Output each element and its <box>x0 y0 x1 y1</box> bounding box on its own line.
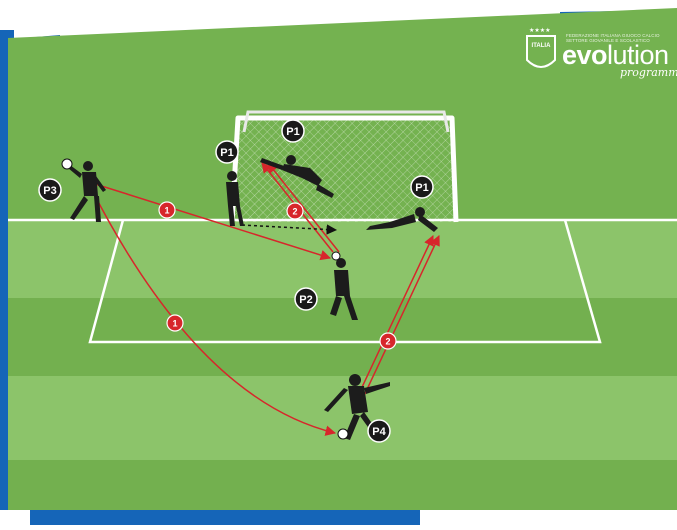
label-p2: P2 <box>299 294 312 306</box>
badge-p3: P3 <box>39 179 61 201</box>
stars-icon: ★★★★ <box>529 27 551 34</box>
label-step-1-top: 1 <box>164 206 169 216</box>
ball-icon-p2 <box>332 252 340 260</box>
badge-p1-dive: P1 <box>411 176 433 198</box>
ball-icon-p4 <box>338 429 348 439</box>
badge-p2: P2 <box>295 288 317 310</box>
grass-band-4 <box>8 460 677 510</box>
label-p4: P4 <box>372 426 386 438</box>
label-p3: P3 <box>43 185 56 197</box>
badge-p1-near: P1 <box>216 141 238 163</box>
label-p1-net: P1 <box>286 126 299 138</box>
badge-p1-net: P1 <box>282 120 304 142</box>
ball-icon <box>62 159 72 169</box>
label-p1-near: P1 <box>220 147 233 159</box>
badge-step-1-top: 1 <box>159 202 175 218</box>
badge-p4: P4 <box>368 420 390 442</box>
label-step-2-bottom: 2 <box>385 337 390 347</box>
badge-step-2-bottom: 2 <box>380 333 396 349</box>
logo-programme: programme <box>620 66 677 79</box>
label-p1-dive: P1 <box>415 182 428 194</box>
grass-band-2 <box>8 298 677 376</box>
label-step-1-bottom: 1 <box>172 319 177 329</box>
logo-evo-bold: evo <box>562 40 607 70</box>
grass-band-3 <box>8 376 677 460</box>
goal-net <box>232 118 456 222</box>
badge-step-1-bottom: 1 <box>167 315 183 331</box>
label-step-2-net: 2 <box>292 207 297 217</box>
badge-step-2-net: 2 <box>287 203 303 219</box>
badge-italia-text: ITALIA <box>532 43 552 49</box>
